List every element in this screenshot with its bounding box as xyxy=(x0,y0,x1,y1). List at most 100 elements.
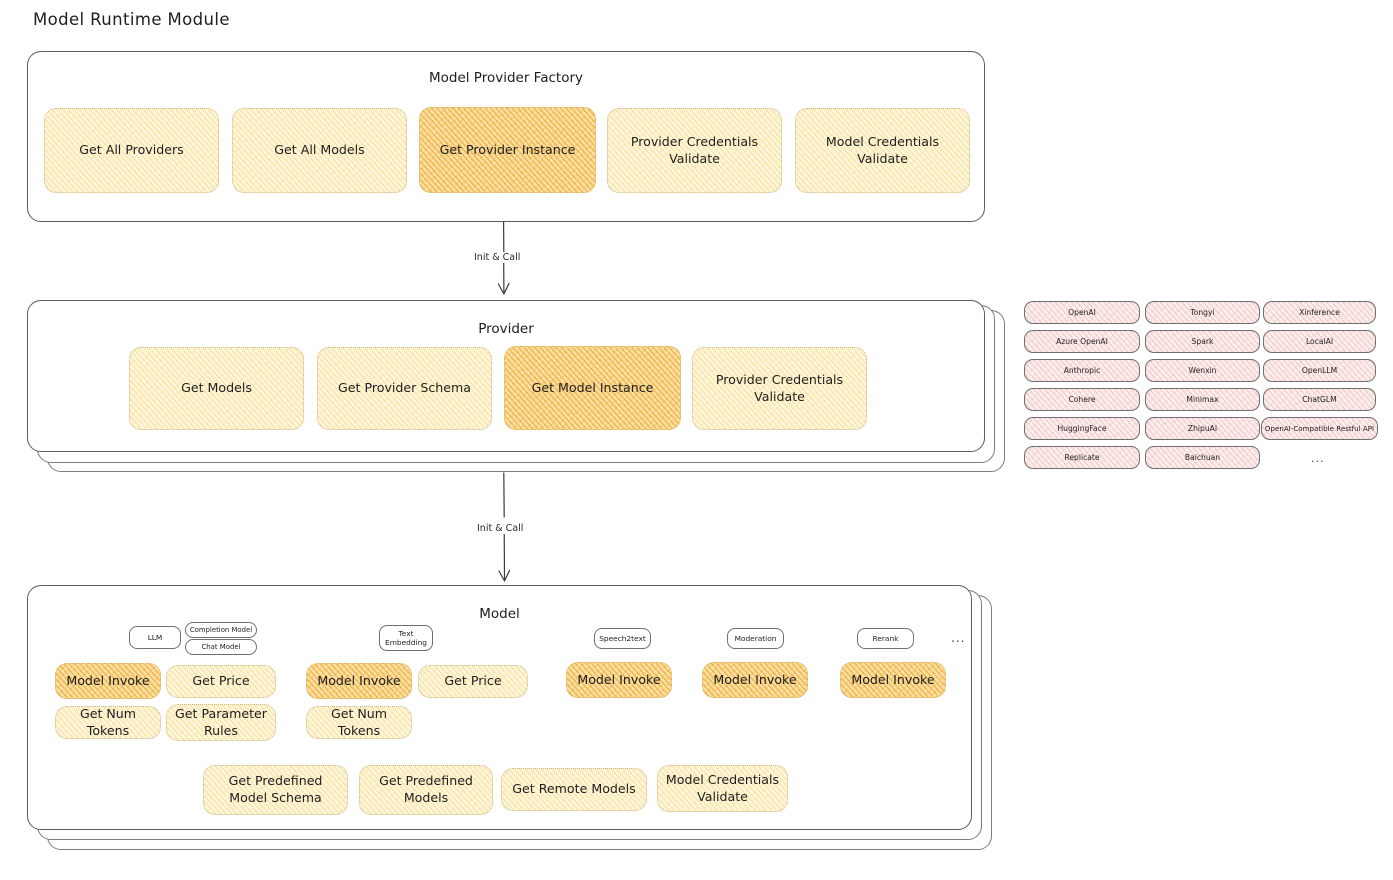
model-method-moderation-model-invoke[interactable]: Model Invoke xyxy=(702,662,808,698)
provider-chip-label: ZhipuAI xyxy=(1187,424,1218,433)
model-shared-method-label: Model Credentials Validate xyxy=(665,771,780,804)
provider-chip-label: Wenxin xyxy=(1188,366,1217,375)
model-method-llm-model-invoke[interactable]: Model Invoke xyxy=(55,663,161,699)
factory-method-label: Provider Credentials Validate xyxy=(630,133,759,166)
model-shared-method-get-predefined-models[interactable]: Get Predefined Models xyxy=(359,765,493,815)
model-shared-method-label: Get Predefined Model Schema xyxy=(228,773,323,805)
connector-factory-to-provider xyxy=(497,221,510,295)
provider-chip-label: Minimax xyxy=(1186,395,1219,404)
provider-chip-label: Baichuan xyxy=(1184,453,1221,462)
provider-chip-label: Replicate xyxy=(1064,453,1100,462)
model-method-label: Model Invoke xyxy=(713,671,797,687)
provider-chip-label: OpenLLM xyxy=(1301,366,1338,375)
provider-chip-label: LocalAI xyxy=(1305,337,1334,346)
model-type-badge-label: Rerank xyxy=(872,633,899,643)
model-provider-factory-title: Model Provider Factory xyxy=(428,70,583,86)
provider-chip-wenxin[interactable]: Wenxin xyxy=(1145,359,1260,382)
model-type-badge-label: Moderation xyxy=(734,633,777,643)
provider-chip-label: Anthropic xyxy=(1063,366,1101,375)
model-method-embedding-model-invoke[interactable]: Model Invoke xyxy=(306,663,412,699)
model-shared-method-get-predefined-model-schema[interactable]: Get Predefined Model Schema xyxy=(203,765,348,815)
model-type-badge-speech2text[interactable]: Speech2text xyxy=(594,628,651,649)
model-method-embedding-get-num-tokens[interactable]: Get Num Tokens xyxy=(306,706,412,739)
model-subtype-completion-model[interactable]: Completion Model xyxy=(185,622,257,638)
model-method-speech2text-model-invoke[interactable]: Model Invoke xyxy=(566,662,672,698)
provider-method-label: Get Model Instance xyxy=(531,379,654,395)
model-method-label: Model Invoke xyxy=(577,671,661,687)
model-types-more-ellipsis: ... xyxy=(951,631,966,645)
model-type-badge-moderation[interactable]: Moderation xyxy=(727,628,784,649)
factory-method-label: Get All Providers xyxy=(79,142,184,158)
model-shared-method-model-credentials-validate[interactable]: Model Credentials Validate xyxy=(657,765,788,812)
provider-chip-baichuan[interactable]: Baichuan xyxy=(1145,446,1260,469)
model-shared-method-label: Get Predefined Models xyxy=(379,773,473,805)
provider-chip-label: Spark xyxy=(1191,337,1214,346)
connector-provider-to-model-label: Init & Call xyxy=(474,523,527,534)
provider-chip-minimax[interactable]: Minimax xyxy=(1145,388,1260,411)
model-shared-method-label: Get Remote Models xyxy=(512,781,636,797)
model-title: Model xyxy=(479,606,520,622)
model-type-badge-label: Speech2text xyxy=(599,633,646,643)
model-method-label: Model Invoke xyxy=(66,672,150,688)
provider-method-label: Get Models xyxy=(181,380,252,396)
provider-chip-label: ChatGLM xyxy=(1302,395,1337,404)
model-shared-method-get-remote-models[interactable]: Get Remote Models xyxy=(501,768,647,811)
model-method-label: Get Num Tokens xyxy=(330,705,388,738)
provider-method-label: Provider Credentials Validate xyxy=(715,371,844,404)
provider-chip-huggingface[interactable]: HuggingFace xyxy=(1024,417,1140,440)
model-method-label: Get Num Tokens xyxy=(79,705,137,738)
provider-chip-openllm[interactable]: OpenLLM xyxy=(1263,359,1376,382)
provider-method-label: Get Provider Schema xyxy=(338,380,471,396)
model-method-label: Get Price xyxy=(192,673,250,689)
factory-method-get-provider-instance[interactable]: Get Provider Instance xyxy=(419,107,596,193)
connector-factory-to-provider-label: Init & Call xyxy=(471,252,524,263)
provider-chip-chatglm[interactable]: ChatGLM xyxy=(1263,388,1376,411)
model-method-label: Get Price xyxy=(444,673,502,689)
page-title: Model Runtime Module xyxy=(33,10,230,29)
model-method-llm-get-price[interactable]: Get Price xyxy=(166,665,276,698)
provider-chip-xinference[interactable]: Xinference xyxy=(1263,301,1376,324)
model-panel: Model xyxy=(27,585,972,830)
provider-method-get-provider-schema[interactable]: Get Provider Schema xyxy=(317,347,492,430)
provider-chip-openai[interactable]: OpenAI xyxy=(1024,301,1140,324)
provider-method-provider-credentials-validate[interactable]: Provider Credentials Validate xyxy=(692,347,867,430)
provider-chip-spark[interactable]: Spark xyxy=(1145,330,1260,353)
model-method-llm-get-num-tokens[interactable]: Get Num Tokens xyxy=(55,706,161,739)
model-method-label: Model Invoke xyxy=(317,672,401,688)
factory-method-get-all-providers[interactable]: Get All Providers xyxy=(44,108,219,193)
provider-chip-openai-compatible-restful-api[interactable]: OpenAI-Compatible Restful API xyxy=(1261,417,1378,440)
model-method-embedding-get-price[interactable]: Get Price xyxy=(418,665,528,698)
model-subtype-label: Completion Model xyxy=(189,625,253,634)
provider-chip-anthropic[interactable]: Anthropic xyxy=(1024,359,1140,382)
model-subtype-label: Chat Model xyxy=(201,642,241,651)
factory-method-provider-credentials-validate[interactable]: Provider Credentials Validate xyxy=(607,108,782,193)
provider-chip-label: OpenAI xyxy=(1068,308,1096,317)
provider-chip-azure-openai[interactable]: Azure OpenAI xyxy=(1024,330,1140,353)
model-method-llm-get-parameter-rules[interactable]: Get Parameter Rules xyxy=(166,704,276,741)
provider-chip-replicate[interactable]: Replicate xyxy=(1024,446,1140,469)
provider-chip-label: Xinference xyxy=(1299,308,1340,317)
model-method-label: Model Invoke xyxy=(851,671,935,687)
provider-chip-cohere[interactable]: Cohere xyxy=(1024,388,1140,411)
provider-method-get-models[interactable]: Get Models xyxy=(129,347,304,430)
provider-chip-localai[interactable]: LocalAI xyxy=(1263,330,1376,353)
provider-list-more-ellipsis: ... xyxy=(1311,452,1325,465)
provider-chip-label: Cohere xyxy=(1068,395,1096,404)
model-type-badge-rerank[interactable]: Rerank xyxy=(857,628,914,649)
provider-chip-label: OpenAI-Compatible Restful API xyxy=(1264,424,1375,433)
model-subtype-chat-model[interactable]: Chat Model xyxy=(185,639,257,655)
model-type-badge-text-embedding[interactable]: Text Embedding xyxy=(379,625,433,651)
model-type-badge-llm[interactable]: LLM xyxy=(129,626,181,649)
factory-method-model-credentials-validate[interactable]: Model Credentials Validate xyxy=(795,108,970,193)
model-type-badge-label: LLM xyxy=(147,632,163,642)
model-method-rerank-model-invoke[interactable]: Model Invoke xyxy=(840,662,946,698)
factory-method-get-all-models[interactable]: Get All Models xyxy=(232,108,407,193)
provider-title: Provider xyxy=(478,321,534,337)
factory-method-label: Model Credentials Validate xyxy=(825,133,940,166)
model-method-label: Get Parameter Rules xyxy=(175,705,267,738)
provider-chip-tongyi[interactable]: Tongyi xyxy=(1145,301,1260,324)
provider-chip-label: Tongyi xyxy=(1190,308,1215,317)
provider-chip-label: Azure OpenAI xyxy=(1056,337,1108,346)
provider-method-get-model-instance[interactable]: Get Model Instance xyxy=(504,346,681,430)
provider-chip-zhipuai[interactable]: ZhipuAI xyxy=(1145,417,1260,440)
